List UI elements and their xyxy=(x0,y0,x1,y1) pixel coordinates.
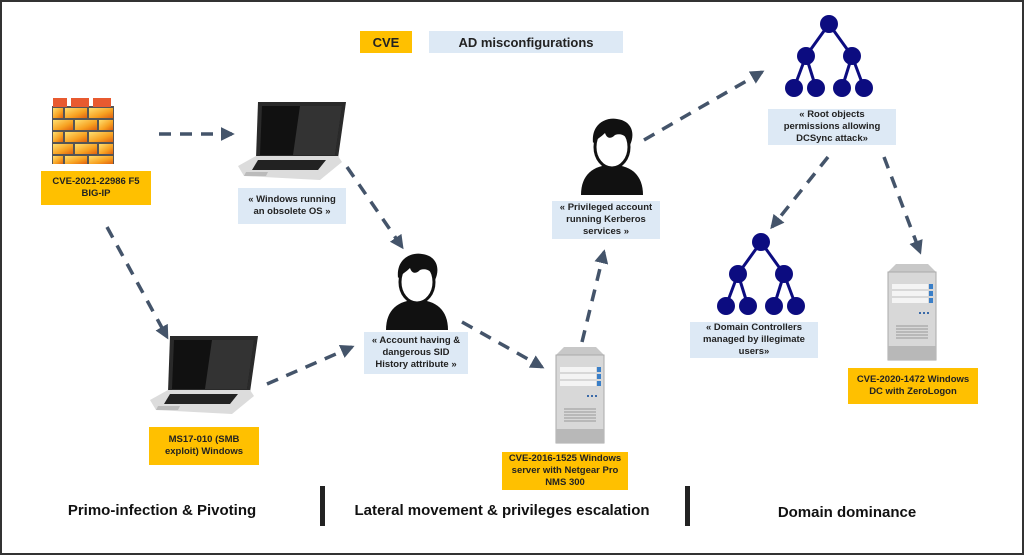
tree-dc-label: « Domain Controllers managed by illegima… xyxy=(690,322,818,358)
arrow-tree-root-to-server-dc xyxy=(882,156,923,255)
server-icon xyxy=(555,347,605,444)
phase-lateral-movement: Lateral movement & privileges escalation xyxy=(354,502,650,519)
laptop-ms17-label: MS17-010 (SMB exploit) Windows xyxy=(149,427,259,465)
legend-ad-misconfigurations: AD misconfigurations xyxy=(429,31,623,53)
arrow-tree-root-to-tree-dc xyxy=(770,155,830,230)
arrow-server-netgear-to-user-kerberos xyxy=(580,249,609,343)
laptop-icon xyxy=(238,102,346,180)
firewall-label: CVE-2021-22986 F5 BIG-IP xyxy=(41,171,151,205)
user-kerberos-label: « Privileged account running Kerberos se… xyxy=(552,201,660,239)
phase-primo-infection: Primo-infection & Pivoting xyxy=(67,502,257,519)
firewall-icon xyxy=(52,98,114,164)
phase-separator xyxy=(685,486,690,526)
arrow-firewall-to-laptop-ms17 xyxy=(105,226,169,340)
laptop-icon xyxy=(150,336,258,414)
arrow-laptop-ms17-to-user-sid xyxy=(266,345,355,386)
arrow-laptop-obsolete-to-user-sid xyxy=(345,166,404,250)
server-icon xyxy=(887,264,937,361)
user-icon xyxy=(386,253,448,330)
user-sid-label: « Account having & dangerous SID History… xyxy=(364,332,468,374)
phase-domain-dominance: Domain dominance xyxy=(777,504,917,521)
laptop-obsolete-label: « Windows running an obsolete OS » xyxy=(238,188,346,224)
server-dc-label: CVE-2020-1472 Windows DC with ZeroLogon xyxy=(848,368,978,404)
tree-root-label: « Root objects permissions allowing DCSy… xyxy=(768,109,896,145)
server-netgear-label: CVE-2016-1525 Windows server with Netgea… xyxy=(502,452,628,490)
phase-separator xyxy=(320,486,325,526)
arrow-user-kerberos-to-tree-root xyxy=(643,70,765,142)
legend-cve: CVE xyxy=(360,31,412,53)
arrow-user-sid-to-server-netgear xyxy=(461,320,545,369)
hierarchy-icon xyxy=(785,15,873,97)
user-icon xyxy=(581,118,643,195)
hierarchy-icon xyxy=(717,233,805,315)
